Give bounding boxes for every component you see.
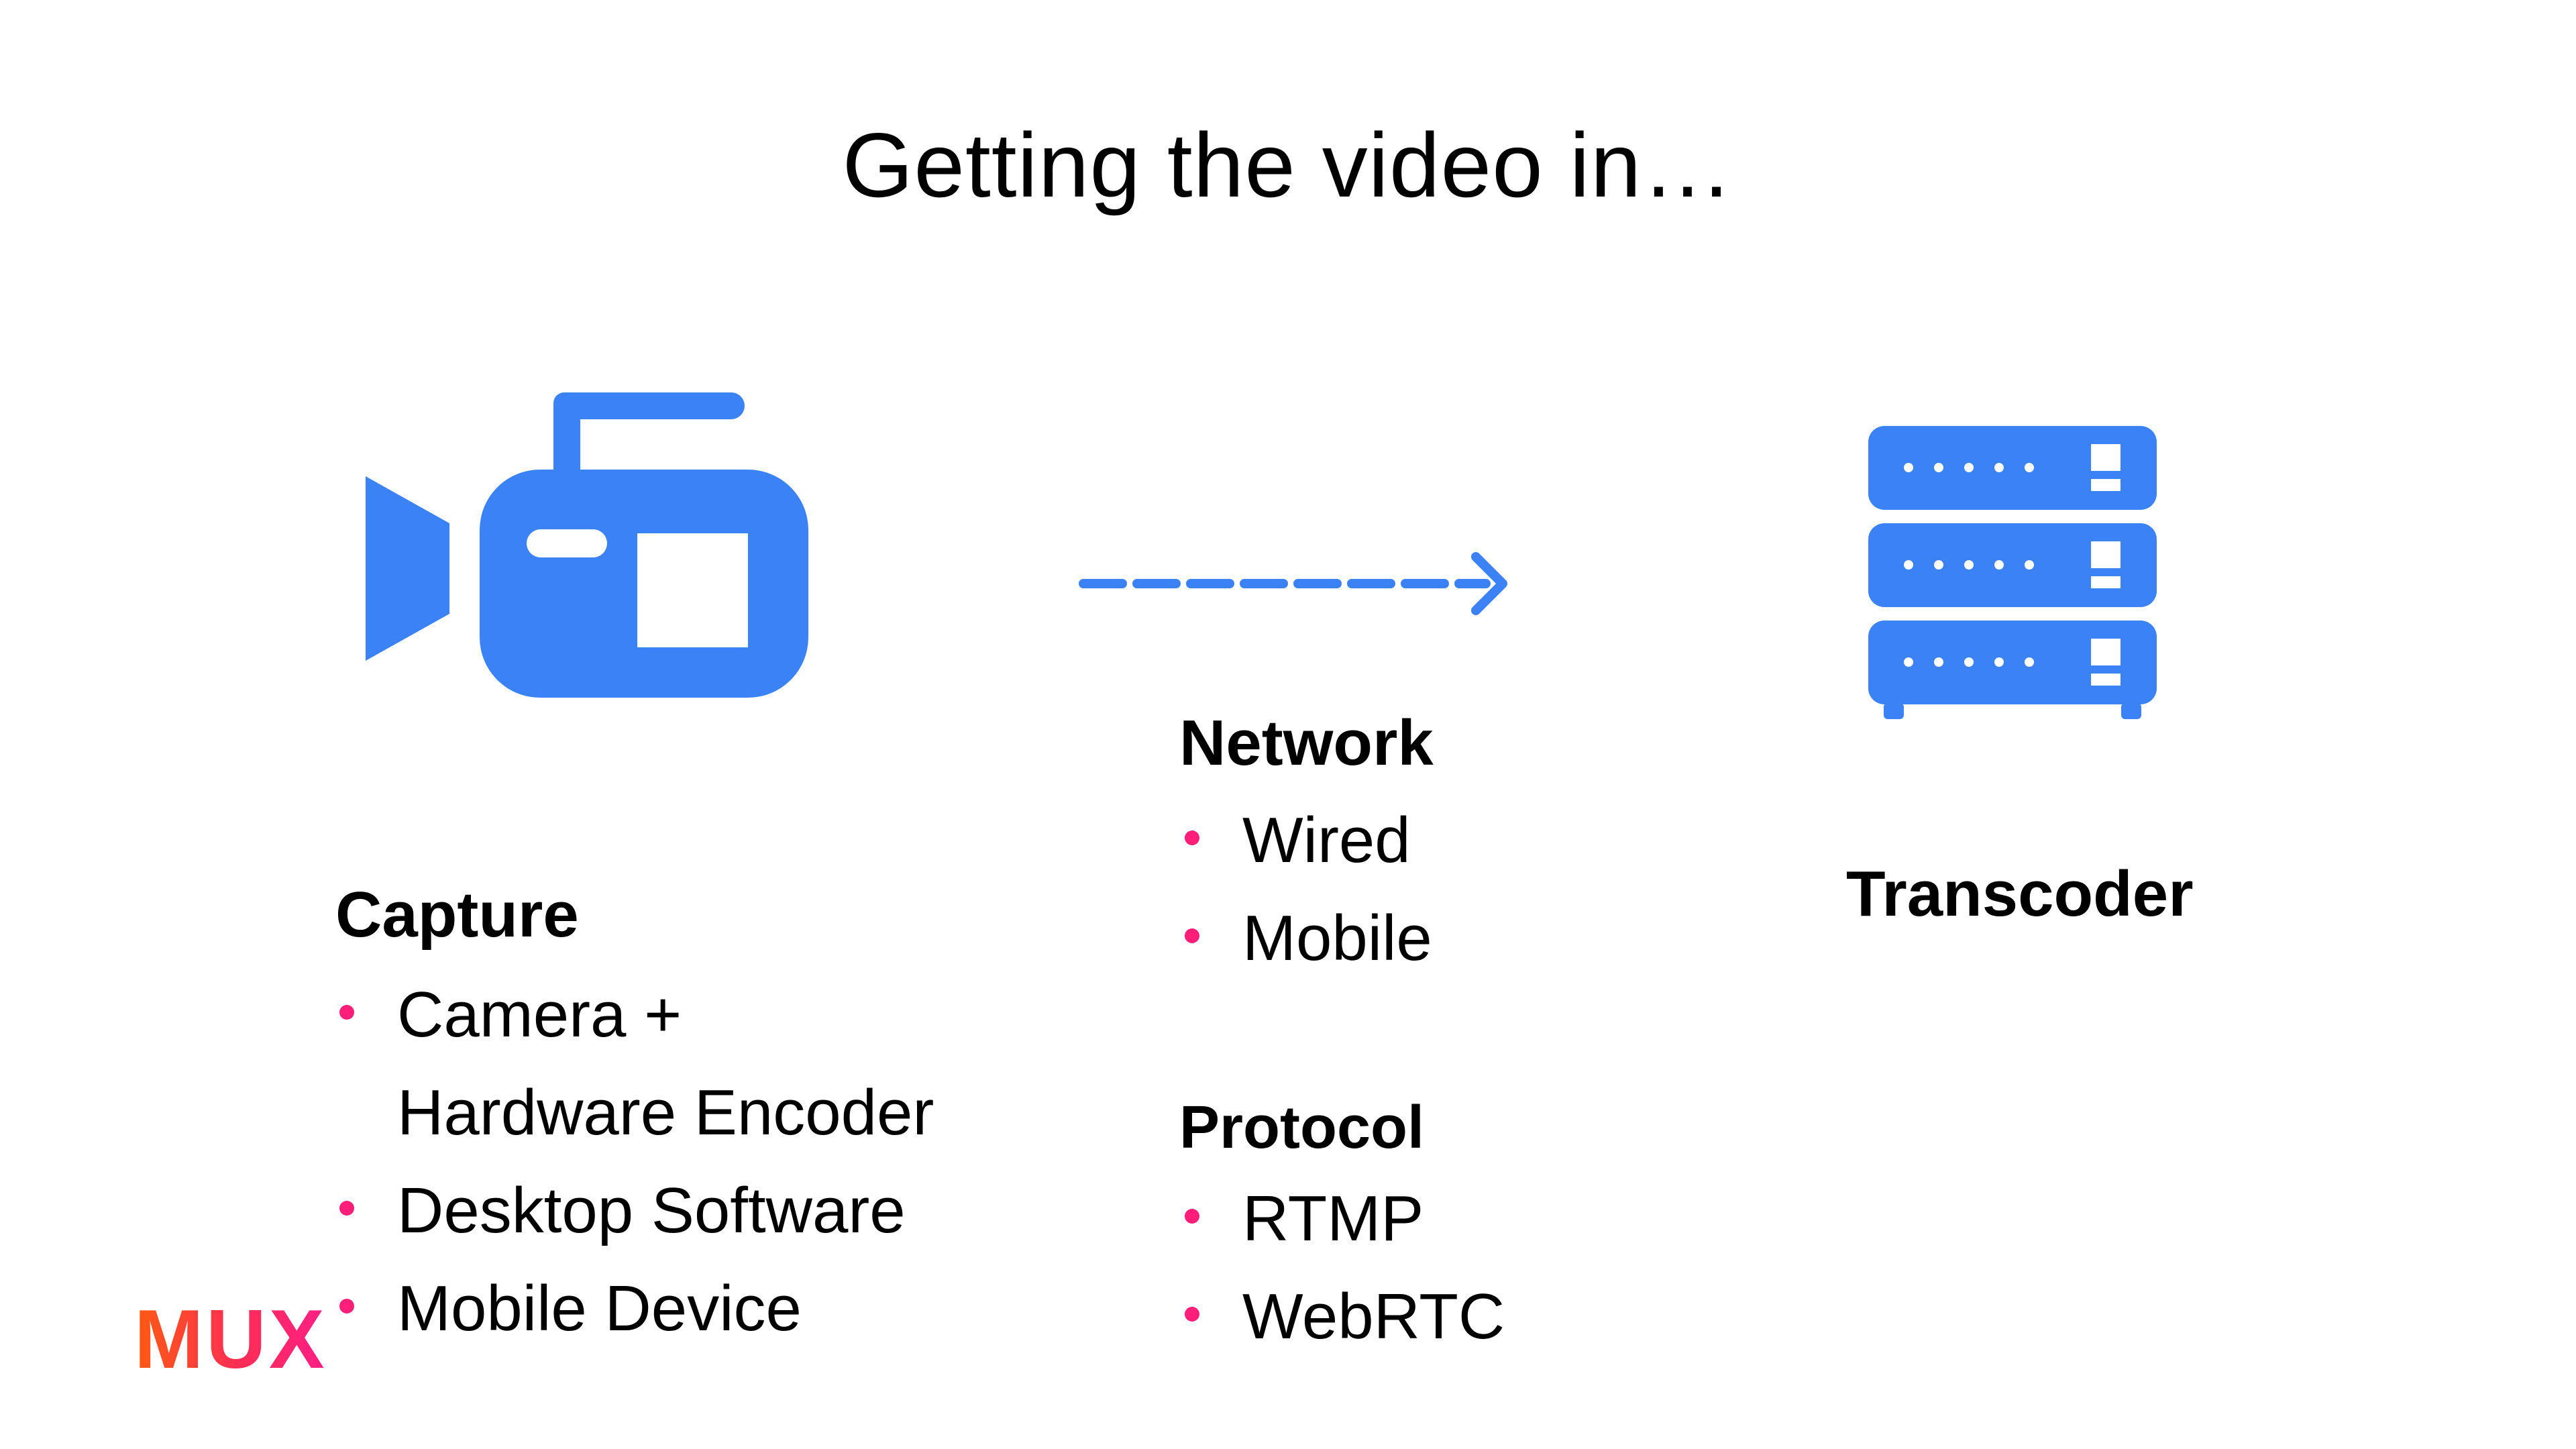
list-item: Wired: [1181, 792, 1432, 890]
capture-list: Camera + Hardware Encoder Desktop Softwa…: [335, 966, 934, 1358]
list-item: WebRTC: [1181, 1268, 1505, 1366]
list-item-label: WebRTC: [1242, 1281, 1505, 1352]
mux-logo: MUX: [134, 1293, 327, 1386]
server-stack-icon: [1868, 426, 2157, 719]
protocol-list: RTMP WebRTC: [1181, 1170, 1505, 1366]
bullet-dot-icon: [339, 1005, 354, 1020]
bullet-dot-icon: [339, 1299, 354, 1313]
network-heading: Network: [1179, 707, 1434, 779]
list-item-label: Desktop Software: [397, 1175, 906, 1246]
list-item-label: Mobile: [1242, 902, 1432, 974]
transcoder-label: Transcoder: [1846, 858, 2194, 930]
list-item-label: Hardware Encoder: [397, 1077, 934, 1148]
list-item: Mobile Device: [335, 1260, 934, 1358]
dashed-arrow-icon: [1079, 552, 1507, 615]
slide-title: Getting the video in…: [842, 114, 1734, 216]
bullet-dot-icon: [1185, 830, 1199, 845]
bullet-dot-icon: [1185, 1307, 1199, 1322]
list-item-label: RTMP: [1242, 1183, 1424, 1254]
video-camera-icon: [366, 392, 808, 698]
capture-heading: Capture: [335, 879, 579, 951]
list-item-label: Camera +: [397, 979, 682, 1051]
list-item-label: Wired: [1242, 804, 1411, 876]
list-item: Mobile: [1181, 890, 1432, 987]
bullet-dot-icon: [1185, 1209, 1199, 1224]
list-item: Camera +: [335, 966, 934, 1064]
list-item-label: Mobile Device: [397, 1273, 802, 1344]
list-item: Desktop Software: [335, 1162, 934, 1260]
network-list: Wired Mobile: [1181, 792, 1432, 987]
bullet-dot-icon: [339, 1201, 354, 1216]
list-item-continuation: Hardware Encoder: [335, 1064, 934, 1162]
list-item: RTMP: [1181, 1170, 1505, 1268]
protocol-heading: Protocol: [1179, 1094, 1425, 1161]
bullet-dot-icon: [1185, 928, 1199, 943]
